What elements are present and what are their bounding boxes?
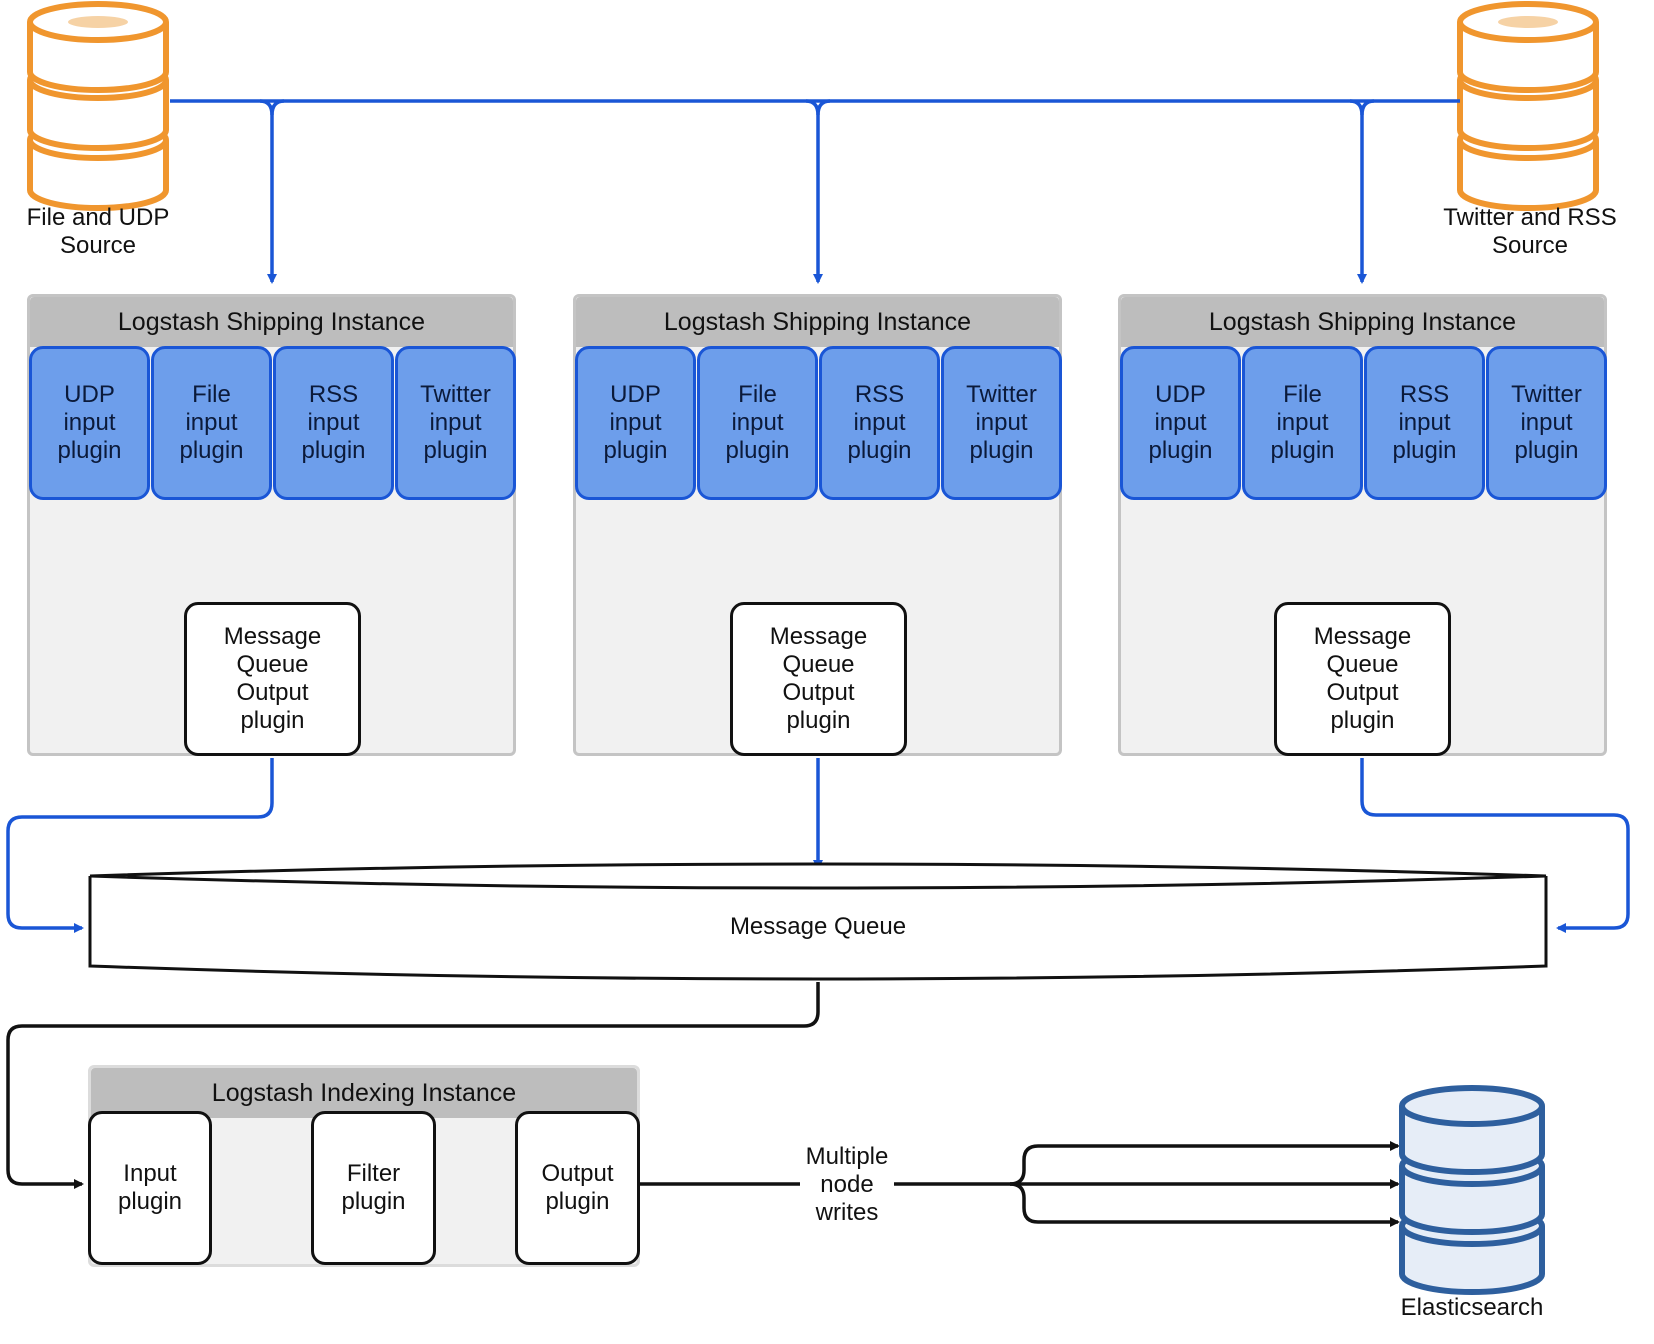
twitter-input-plugin: Twitter input plugin bbox=[395, 346, 516, 500]
elasticsearch-write-lines bbox=[1009, 1141, 1400, 1227]
rss-input-plugin: RSS input plugin bbox=[1364, 346, 1485, 500]
twitter-rss-source-db-icon bbox=[1457, 1, 1599, 211]
twitter-rss-source-label: Twitter and RSS Source bbox=[1443, 204, 1617, 259]
file-input-plugin: File input plugin bbox=[1242, 346, 1363, 500]
file-input-plugin: File input plugin bbox=[151, 346, 272, 500]
file-udp-source-label: File and UDP Source bbox=[26, 204, 170, 259]
rss-input-plugin: RSS input plugin bbox=[273, 346, 394, 500]
shipping-instance-title: Logstash Shipping Instance bbox=[576, 297, 1059, 347]
queue-to-indexer-line bbox=[6, 982, 820, 1189]
shipping-instance-title: Logstash Shipping Instance bbox=[1121, 297, 1604, 347]
shipping-instance-title: Logstash Shipping Instance bbox=[30, 297, 513, 347]
mq-output-plugin: Message Queue Output plugin bbox=[1274, 602, 1451, 756]
twitter-input-plugin: Twitter input plugin bbox=[941, 346, 1062, 500]
elasticsearch-label: Elasticsearch bbox=[1400, 1294, 1544, 1321]
indexer-filter-plugin: Filter plugin bbox=[311, 1111, 436, 1265]
source-distribution-lines bbox=[170, 99, 1460, 284]
elasticsearch-db-icon bbox=[1399, 1085, 1545, 1295]
mq-output-plugin: Message Queue Output plugin bbox=[184, 602, 361, 756]
indexer-input-plugin: Input plugin bbox=[88, 1111, 212, 1265]
multiple-node-writes-label: Multiple node writes bbox=[805, 1143, 889, 1226]
indexing-instance-title: Logstash Indexing Instance bbox=[91, 1068, 637, 1118]
udp-input-plugin: UDP input plugin bbox=[575, 346, 696, 500]
twitter-input-plugin: Twitter input plugin bbox=[1486, 346, 1607, 500]
indexer-output-plugin: Output plugin bbox=[515, 1111, 640, 1265]
queue-feed-lines bbox=[6, 758, 1630, 933]
message-queue-label: Message Queue bbox=[729, 913, 907, 940]
file-input-plugin: File input plugin bbox=[697, 346, 818, 500]
rss-input-plugin: RSS input plugin bbox=[819, 346, 940, 500]
udp-input-plugin: UDP input plugin bbox=[1120, 346, 1241, 500]
udp-input-plugin: UDP input plugin bbox=[29, 346, 150, 500]
file-udp-source-db-icon bbox=[27, 1, 169, 211]
message-queue-shape bbox=[88, 862, 1548, 981]
mq-output-plugin: Message Queue Output plugin bbox=[730, 602, 907, 756]
